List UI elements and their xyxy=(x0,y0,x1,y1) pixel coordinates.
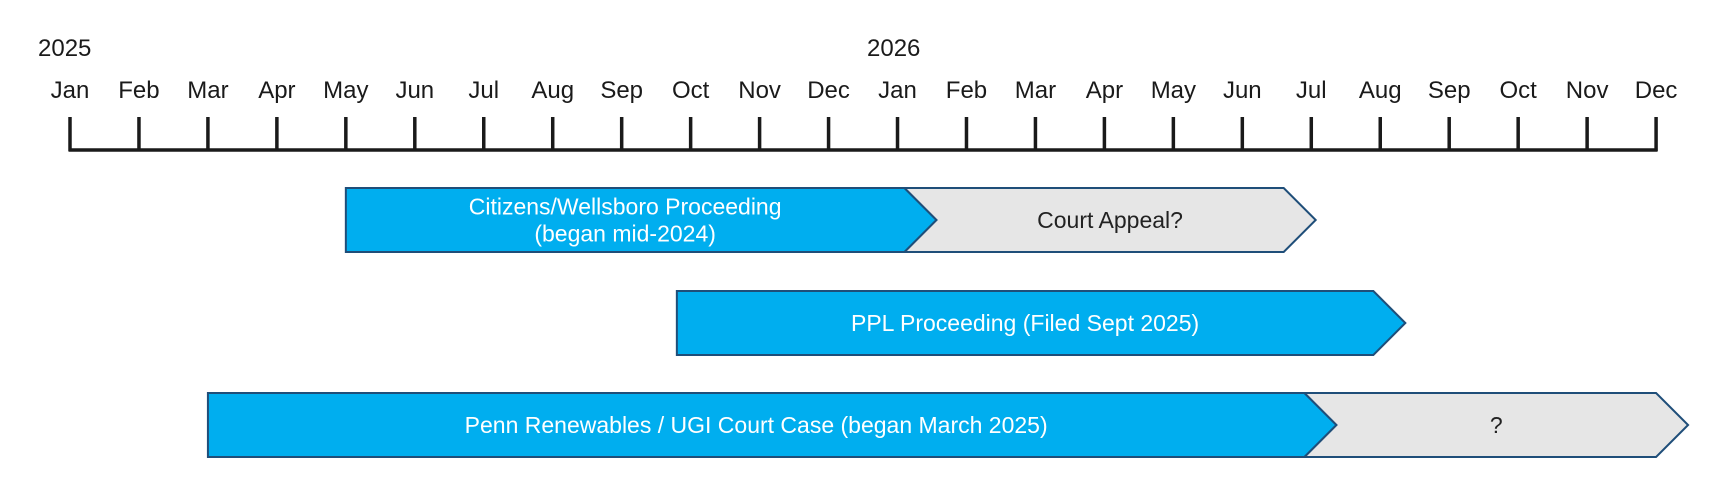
track-segment-arrow xyxy=(344,187,938,253)
month-label: Feb xyxy=(946,77,987,104)
month-label: Jun xyxy=(1223,77,1262,104)
month-label: Nov xyxy=(738,77,781,104)
month-label: Jan xyxy=(51,77,90,104)
month-label: Mar xyxy=(1015,77,1056,104)
year-label-2026: 2026 xyxy=(867,35,920,62)
month-label: Jun xyxy=(395,77,434,104)
track-segment-label: PPL Proceeding (Filed Sept 2025) xyxy=(851,310,1199,336)
timeline-axis xyxy=(68,117,1658,152)
track-ppl-proceeding: PPL Proceeding (Filed Sept 2025) xyxy=(675,290,1407,356)
track-segment-label: Penn Renewables / UGI Court Case (began … xyxy=(465,412,1048,438)
month-label: Sep xyxy=(600,77,643,104)
month-label: Apr xyxy=(1086,77,1123,104)
month-label: Feb xyxy=(118,77,159,104)
month-label: Oct xyxy=(1499,77,1537,104)
month-label: Dec xyxy=(1635,77,1678,104)
month-labels: Jan Feb Mar Apr May Jun Jul Aug Sep Oct Nov Dec Jan F… xyxy=(51,77,1678,104)
month-label: Jul xyxy=(468,77,499,104)
month-label: Aug xyxy=(531,77,574,104)
track-segment-arrow xyxy=(675,290,1407,356)
track-citizens-wellsboro: Court Appeal? Citizens/Wellsboro Proceedi… xyxy=(344,187,1318,253)
year-label-2025: 2025 xyxy=(38,35,91,62)
month-label: Apr xyxy=(258,77,295,104)
month-label: Jan xyxy=(878,77,917,104)
month-label: May xyxy=(323,77,368,104)
proceeding-tracks: Court Appeal? Citizens/Wellsboro Proceedi… xyxy=(206,187,1690,458)
month-label: Sep xyxy=(1428,77,1471,104)
track-segment-arrow xyxy=(206,392,1338,458)
month-label: Mar xyxy=(187,77,228,104)
month-label: May xyxy=(1151,77,1196,104)
track-segment-label: ? xyxy=(1490,412,1503,438)
month-label: Jul xyxy=(1296,77,1327,104)
track-penn-renewables-ugi: ? Penn Renewables / UGI Court Case (began… xyxy=(206,392,1690,458)
month-label: Aug xyxy=(1359,77,1402,104)
track-segment-label: Court Appeal? xyxy=(1037,207,1183,233)
track-segment-label: (began mid-2024) xyxy=(534,221,716,247)
month-label: Dec xyxy=(807,77,850,104)
track-segment-label: Citizens/Wellsboro Proceeding xyxy=(469,194,782,220)
month-label: Oct xyxy=(672,77,710,104)
month-label: Nov xyxy=(1566,77,1609,104)
